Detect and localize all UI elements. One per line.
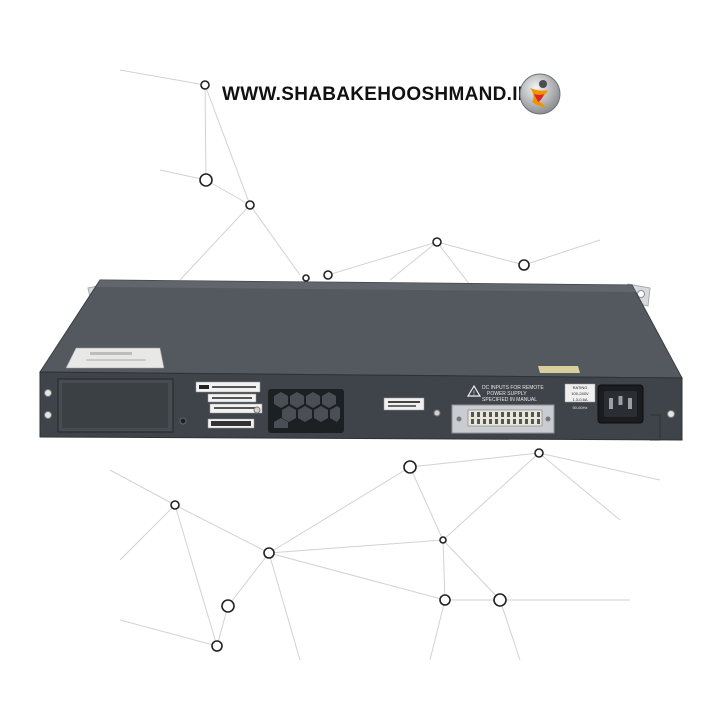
svg-text:RATING: RATING (573, 385, 588, 390)
power-rating-label: RATING 100-240V 1.3-0.6A 50-60Hz (564, 383, 596, 410)
site-watermark-text: WWW.SHABAKEHOOSHMAND.IR (222, 84, 532, 105)
svg-text:50-60Hz: 50-60Hz (572, 405, 587, 410)
svg-text:DC INPUTS FOR REMOTE: DC INPUTS FOR REMOTE (482, 385, 544, 391)
fan-grille-icon (268, 389, 344, 433)
svg-text:POWER SUPPLY: POWER SUPPLY (487, 391, 527, 397)
top-label-sticker (65, 347, 165, 369)
ac-power-inlet-icon (597, 384, 644, 424)
rps-warning-label: ! DC INPUTS FOR REMOTE POWER SUPPLY SPEC… (466, 384, 544, 403)
small-sticker (383, 397, 425, 411)
serial-labels (195, 381, 263, 429)
warning-triangle-icon (466, 384, 482, 397)
shabakehooshmand-logo-icon (519, 73, 561, 115)
network-switch: ! DC INPUTS FOR REMOTE POWER SUPPLY SPEC… (39, 279, 683, 441)
svg-text:100-240V: 100-240V (571, 391, 589, 396)
svg-text:!: ! (473, 391, 475, 397)
rps-connector-icon (451, 404, 555, 434)
network-background (109, 69, 661, 661)
network-nodes (170, 80, 544, 652)
svg-text:1.3-0.6A: 1.3-0.6A (572, 397, 587, 402)
svg-text:SPECIFIED IN MANUAL: SPECIFIED IN MANUAL (482, 397, 537, 403)
